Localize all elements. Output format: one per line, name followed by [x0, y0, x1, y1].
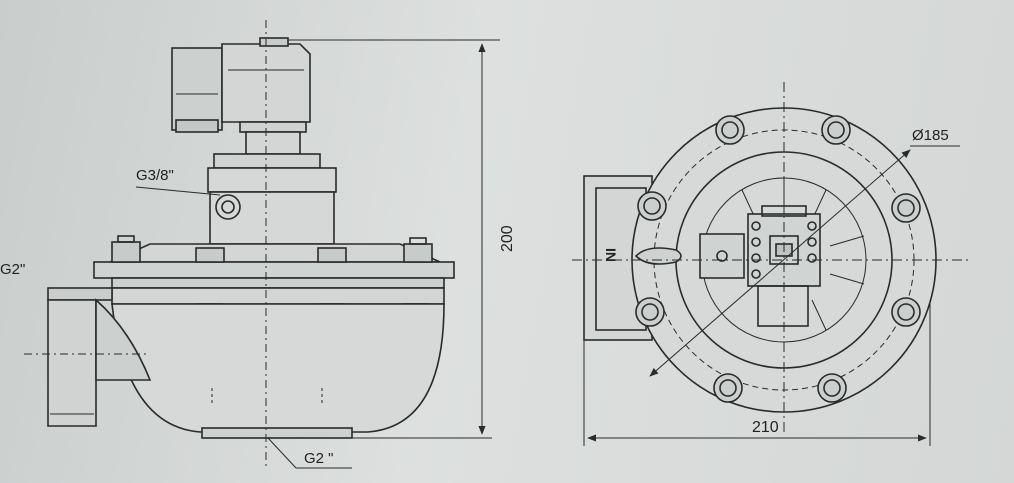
port-leader-line — [135, 186, 221, 196]
armature-tube — [239, 121, 307, 155]
inlet-size-label: G2" — [0, 261, 25, 278]
width-dimension — [583, 300, 931, 446]
height-dimension — [288, 39, 500, 439]
end-view: IN — [572, 82, 970, 446]
valve-dome — [111, 303, 445, 439]
top-cover — [109, 243, 441, 263]
pilot-body — [207, 153, 337, 245]
outlet-leader-line — [267, 437, 297, 469]
port-size-label: G3/8" — [136, 167, 174, 184]
diameter-leader-line — [649, 149, 911, 377]
diameter-label: Ø185 — [912, 127, 949, 144]
height-dimension-label: 200 — [499, 225, 516, 252]
solenoid-coil — [171, 37, 311, 133]
mounting-lug — [634, 247, 682, 265]
side-view: G3/8" — [0, 20, 516, 470]
width-dimension-label: 210 — [752, 419, 779, 436]
outlet-size-label: G2 " — [304, 450, 334, 467]
side-centerlines — [24, 20, 267, 470]
inlet-pipe — [47, 287, 152, 427]
inlet-marker-label: IN — [603, 248, 619, 262]
body-flange — [93, 261, 455, 305]
